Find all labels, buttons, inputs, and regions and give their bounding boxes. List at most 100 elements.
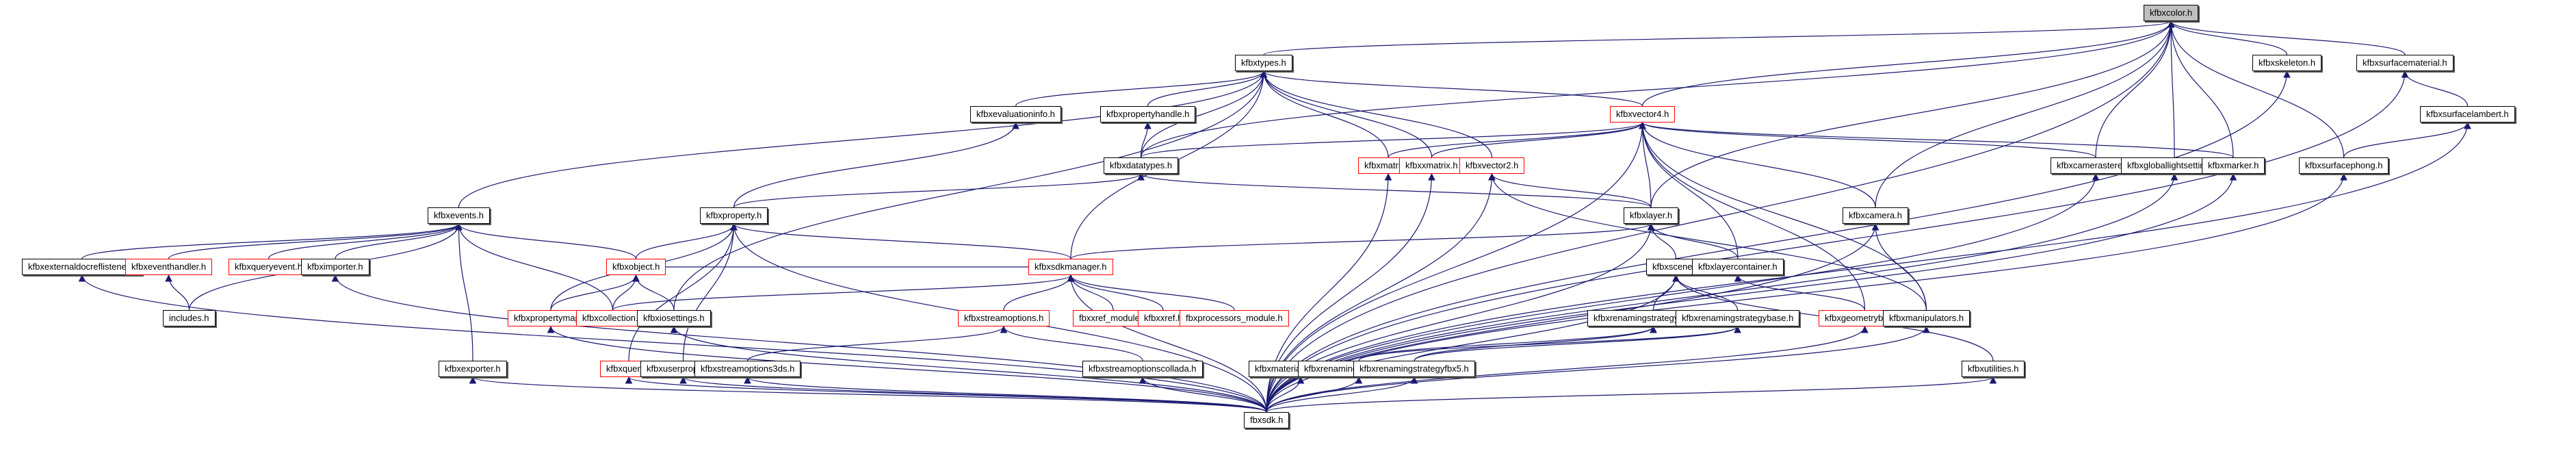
- node-kfbxskeleton[interactable]: kfbxskeleton.h: [2252, 55, 2322, 71]
- edge-kfbxsurfacematerial-to-kfbxcolor: [2167, 20, 2406, 55]
- edge-fbxsdk-to-kfbxstreamoptionscollada: [1139, 376, 1267, 413]
- edge-kfbxexporter-to-kfbxevents: [455, 222, 473, 361]
- edge-fbxprocessors_module-to-kfbxsdkmanager: [1067, 274, 1235, 311]
- node-kfbxsurfacelambert[interactable]: kfbxsurfacelambert.h: [2420, 106, 2515, 123]
- node-kfbxiosettings[interactable]: kfbxiosettings.h: [637, 310, 711, 326]
- edge-kfbxtypes-to-kfbxcolor: [1263, 20, 2174, 55]
- edge-kfbxsurfacephong-to-kfbxsurfacelambert: [2343, 121, 2471, 158]
- edge-fbxsdk-to-kfbxgeometrybase: [1266, 325, 1869, 413]
- node-kfbxstreamoptions[interactable]: kfbxstreamoptions.h: [958, 310, 1050, 326]
- node-kfbxmanipulators[interactable]: kfbxmanipulators.h: [1883, 310, 1970, 326]
- edge-kfbxcamerastereo-to-kfbxvector4: [1639, 121, 2096, 158]
- edge-fbxsdk-to-kfbxsdkmanager: [1067, 274, 1267, 413]
- edge-kfbxcamerastereo-to-kfbxcolor: [2095, 20, 2175, 158]
- edge-kfbxvector4-to-kfbxcolor: [1641, 20, 2175, 107]
- edge-kfbxqueryevent-to-kfbxevents: [268, 222, 463, 259]
- edge-kfbxrenamingstrategyfbx5-to-kfbxrenamingstrategyutilities: [1414, 325, 1657, 361]
- edge-kfbxevents-to-kfbxtypes: [458, 70, 1268, 208]
- node-kfbxeventhandler[interactable]: kfbxeventhandler.h: [125, 259, 213, 275]
- edge-fbxsdk-to-kfbxscene: [1266, 274, 1680, 413]
- edge-kfbxmarker-to-kfbxvector4: [1639, 121, 2234, 158]
- node-kfbxpropertyhandle[interactable]: kfbxpropertyhandle.h: [1100, 106, 1196, 123]
- node-includes[interactable]: includes.h: [163, 310, 216, 326]
- edge-kfbxevaluationinfo-to-kfbxtypes: [1015, 70, 1268, 107]
- node-kfbxlayercontainer[interactable]: kfbxlayercontainer.h: [1692, 259, 1784, 275]
- edge-kfbxsdkmanager-to-kfbxlayer: [1070, 222, 1655, 259]
- edge-fbxsdk-to-kfbxutilities: [1266, 376, 1996, 413]
- edge-kfbxcollection-to-kfbxsdkmanager: [612, 274, 1075, 311]
- edge-kfbxxmatrix-to-kfbxtypes: [1260, 70, 1433, 158]
- node-kfbxevaluationinfo[interactable]: kfbxevaluationinfo.h: [970, 106, 1061, 123]
- node-kfbxdatatypes[interactable]: kfbxdatatypes.h: [1104, 157, 1179, 174]
- node-kfbxproperty[interactable]: kfbxproperty.h: [700, 207, 768, 224]
- edge-kfbxlayercontainer-to-kfbxvector4: [1639, 121, 1739, 259]
- node-kfbxmarker[interactable]: kfbxmarker.h: [2202, 157, 2265, 174]
- node-kfbxcamera[interactable]: kfbxcamera.h: [1843, 207, 1909, 224]
- edge-fbxsdk-to-kfbxsurfacematerial: [1266, 70, 2409, 413]
- edge-kfbxexternaldocreflistener-to-kfbxevents: [81, 222, 463, 259]
- edge-kfbxstreamoptions3ds-to-kfbxstreamoptions: [746, 325, 1008, 361]
- edge-fbxsdk-to-kfbxmanipulators: [1266, 325, 1930, 413]
- edge-fbxsdk-to-kfbxsurfacelambert: [1266, 121, 2471, 413]
- node-kfbxexternaldocreflistener[interactable]: kfbxexternaldocreflistener.h: [22, 259, 143, 275]
- node-kfbximporter[interactable]: kfbximporter.h: [301, 259, 369, 275]
- edge-fbxsdk-to-kfbxuserproperty: [679, 376, 1267, 413]
- node-kfbxsurfacephong[interactable]: kfbxsurfacephong.h: [2299, 157, 2389, 174]
- edge-fbxsdk-to-kfbxexternaldocreflistener: [78, 274, 1267, 413]
- edge-kfbxsurfacelambert-to-kfbxsurfacematerial: [2401, 70, 2469, 107]
- edge-kfbxmanipulators-to-kfbxvector2: [1488, 172, 1927, 311]
- edge-kfbxiosettings-to-kfbxtypes: [673, 70, 1268, 311]
- edge-kfbxmatrix-to-kfbxvector4: [1388, 121, 1646, 158]
- edge-fbxsdk-to-kfbxskeleton: [1266, 70, 2291, 413]
- node-kfbxobject[interactable]: kfbxobject.h: [606, 259, 666, 275]
- node-kfbxtypes[interactable]: kfbxtypes.h: [1235, 55, 1292, 71]
- node-fbxprocessors-module[interactable]: fbxprocessors_module.h: [1180, 310, 1289, 326]
- node-kfbxstreamoptions3ds[interactable]: kfbxstreamoptions3ds.h: [694, 361, 801, 377]
- node-kfbxxref[interactable]: kfbxxref.h: [1138, 310, 1189, 326]
- edge-kfbxeventhandler-to-kfbxevents: [168, 222, 463, 259]
- edge-fbxsdk-to-kfbxquery: [625, 376, 1267, 413]
- edge-kfbxsdkmanager-to-kfbxproperty: [730, 222, 1071, 259]
- edge-kfbxrenamingstrategyfbx6-to-kfbxrenamingstrategyutilities: [1358, 325, 1657, 361]
- edge-kfbxvector4-to-kfbxtypes: [1260, 70, 1643, 107]
- node-kfbxcolor[interactable]: kfbxcolor.h: [2144, 5, 2199, 21]
- edge-kfbxmanipulators-to-kfbxcamera: [1871, 222, 1927, 311]
- node-kfbxrenamingstrategyfbx5[interactable]: kfbxrenamingstrategyfbx5.h: [1353, 361, 1475, 377]
- edge-kfbxrenamingstrategyfbx5-to-kfbxrenamingstrategybase: [1414, 325, 1741, 361]
- node-kfbxrenamingstrategybase[interactable]: kfbxrenamingstrategybase.h: [1676, 310, 1800, 326]
- node-kfbxxmatrix[interactable]: kfbxxmatrix.h: [1399, 157, 1464, 174]
- node-fbxsdk[interactable]: fbxsdk.h: [1244, 412, 1290, 428]
- node-kfbxvector4[interactable]: kfbxvector4.h: [1610, 106, 1676, 123]
- node-kfbxexporter[interactable]: kfbxexporter.h: [439, 361, 507, 377]
- edge-fbxsdk-to-kfbxpropertymap: [547, 325, 1267, 413]
- edge-kfbxpropertyhandle-to-kfbxtypes: [1147, 70, 1268, 107]
- node-kfbxstreamoptionscollada[interactable]: kfbxstreamoptionscollada.h: [1082, 361, 1203, 377]
- edge-includes-to-kfbxeventhandler: [165, 274, 190, 311]
- edge-kfbxlayer-to-kfbxvector2: [1488, 172, 1652, 208]
- edge-kfbxxmatrix-to-kfbxvector4: [1431, 121, 1646, 158]
- edge-kfbxlayer-to-kfbxdatatypes: [1137, 172, 1652, 208]
- edge-kfbxgeometrybase-to-kfbxlayercontainer: [1734, 274, 1866, 311]
- edge-kfbxgeometrybase-to-kfbxvector4: [1639, 121, 1866, 311]
- edge-kfbxskeleton-to-kfbxcolor: [2167, 20, 2288, 55]
- edge-kfbxdatatypes-to-kfbxpropertyhandle: [1140, 121, 1152, 158]
- edge-kfbxvector2-to-kfbxtypes: [1260, 70, 1493, 158]
- edge-kfbxrenamingstrategyfbx6-to-kfbxrenamingstrategybase: [1358, 325, 1741, 361]
- edge-kfbxmatrix-to-kfbxtypes: [1260, 70, 1389, 158]
- node-kfbxqueryevent[interactable]: kfbxqueryevent.h: [229, 259, 309, 275]
- edge-kfbxsurfacephong-to-kfbxcolor: [2167, 20, 2345, 158]
- edge-fbxsdk-to-kfbxiosettings: [670, 325, 1267, 413]
- edge-kfbxcamera-to-kfbxcolor: [1875, 20, 2175, 208]
- edge-fbxsdk-to-kfbximporter: [331, 274, 1267, 413]
- node-kfbxlayer[interactable]: kfbxlayer.h: [1624, 207, 1679, 224]
- node-kfbxutilities[interactable]: kfbxutilities.h: [1962, 361, 2025, 377]
- edge-kfbxcamera-to-kfbxvector4: [1639, 121, 1876, 208]
- node-kfbxsdkmanager[interactable]: kfbxsdkmanager.h: [1028, 259, 1113, 275]
- edge-kfbxquery-to-kfbxproperty: [628, 222, 738, 361]
- edge-kfbximporter-to-kfbxevents: [335, 222, 463, 259]
- node-kfbxevents[interactable]: kfbxevents.h: [428, 207, 490, 224]
- edge-kfbxmarker-to-kfbxcolor: [2167, 20, 2234, 158]
- node-kfbxsurfacematerial[interactable]: kfbxsurfacematerial.h: [2356, 55, 2454, 71]
- edge-kfbxcollection-to-kfbxevents: [455, 222, 614, 311]
- node-kfbxvector2[interactable]: kfbxvector2.h: [1459, 157, 1525, 174]
